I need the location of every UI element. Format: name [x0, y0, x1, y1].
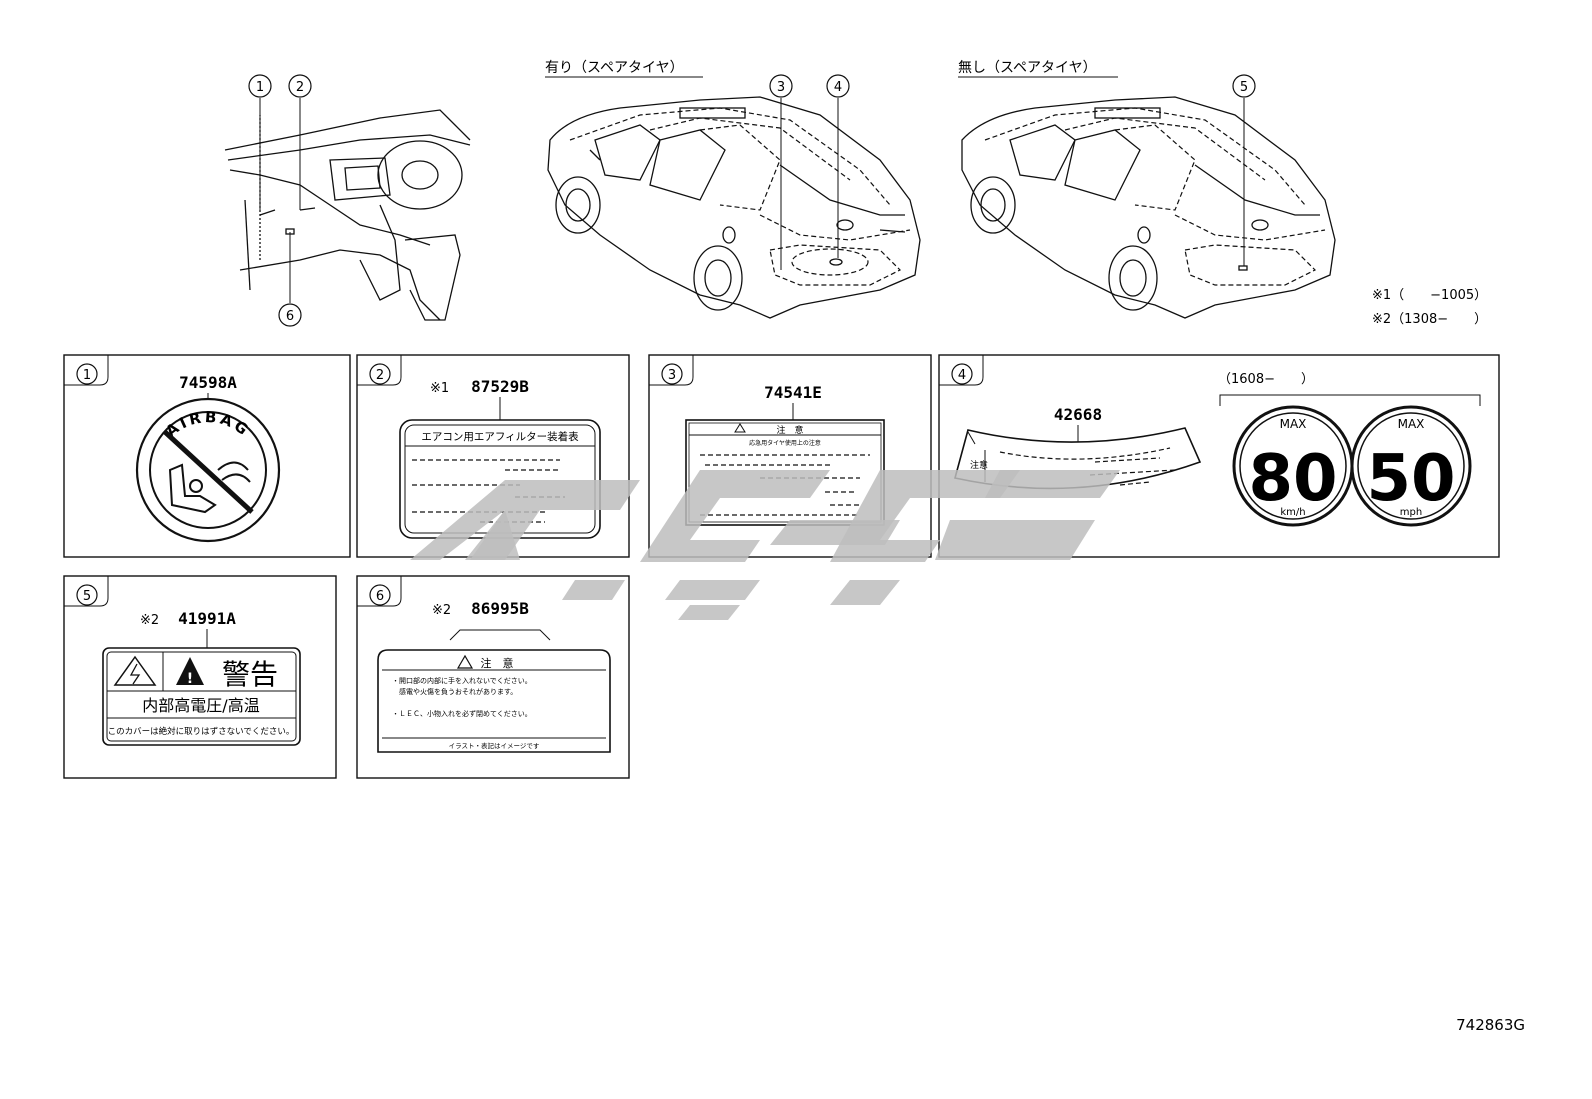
watermark-logo — [410, 470, 1120, 620]
speed-limit-mph-graphic — [1350, 405, 1472, 527]
kmh-unit: km/h — [1280, 507, 1305, 518]
panel-3-part-code: 74541E — [764, 383, 822, 402]
spare-tire-label-sub: 応急用タイヤ使用上の注意 — [749, 439, 821, 447]
child-seat-icon — [168, 463, 217, 514]
car-without-spare-illustration — [961, 96, 1336, 319]
caution-label-graphic — [377, 649, 611, 753]
panel-5-number: 5 — [83, 589, 91, 604]
with-spare-label: 有り（スペアタイヤ） — [545, 60, 684, 76]
kmh-max-text: MAX — [1280, 417, 1307, 431]
panel-5: 5 ※2 41991A ! 警告 内部高電圧/高温 このカバーは絶対に取りはずさ… — [63, 575, 337, 779]
callout-4: 4 — [826, 74, 850, 258]
callout-3: 3 — [769, 74, 793, 270]
panel-2-prefix: ※1 — [430, 381, 449, 396]
air-filter-label-header: エアコン用エアフィルター装着表 — [421, 430, 579, 443]
caution-label-header: 注 意 — [481, 656, 514, 670]
panel-3-number: 3 — [668, 368, 676, 383]
without-spare-label: 無し（スペアタイヤ） — [958, 60, 1097, 76]
callout-6: 6 — [278, 232, 302, 327]
caution-footer: イラスト・表記はイメージです — [449, 741, 540, 750]
panel-5-part-code: 41991A — [178, 609, 236, 628]
mph-max-text: MAX — [1398, 417, 1425, 431]
high-voltage-label-graphic — [102, 647, 301, 746]
panel-2-number: 2 — [376, 368, 384, 383]
car-with-spare-illustration — [547, 96, 921, 319]
panel-6: 6 ※2 86995B 注 意 ・開口部の内部に手を入れないでください。 感電や… — [356, 575, 630, 779]
svg-text:!: ! — [187, 671, 193, 687]
caution-triangle-icon — [456, 654, 474, 669]
high-voltage-text: 内部高電圧/高温 — [142, 696, 259, 715]
dashboard-illustration — [224, 109, 471, 321]
svg-text:6: 6 — [286, 309, 294, 324]
panel-6-part-code: 86995B — [471, 599, 529, 618]
caution-line-1: ・開口部の内部に手を入れないでください。 — [392, 676, 532, 685]
lightning-warning-icon — [113, 655, 157, 686]
mph-value: 50 — [1366, 442, 1455, 516]
speed-label-date-range: （1608− ） — [1218, 372, 1314, 387]
panel-6-number: 6 — [376, 589, 384, 604]
panel-2-part-code: 87529B — [471, 377, 529, 396]
callout-1: 1 — [248, 74, 272, 212]
mph-unit: mph — [1400, 507, 1422, 518]
caution-line-3: ・ＬＥＣ、小物入れを必ず閉めてください。 — [392, 709, 532, 718]
callout-5: 5 — [1232, 74, 1256, 266]
panel-1-number: 1 — [83, 368, 91, 383]
kmh-value: 80 — [1248, 442, 1337, 516]
caution-line-2: 感電や火傷を負うおそれがあります。 — [392, 687, 517, 696]
note-1: ※1（ −1005） — [1372, 288, 1487, 303]
panel-5-prefix: ※2 — [140, 613, 159, 628]
panel-4-number: 4 — [958, 368, 966, 383]
panel-6-prefix: ※2 — [432, 603, 451, 618]
prohibition-slash — [163, 430, 254, 514]
panel-4-part-code: 42668 — [1054, 405, 1102, 424]
callout-2: 2 — [288, 74, 312, 210]
svg-text:4: 4 — [834, 80, 842, 95]
svg-text:1: 1 — [256, 80, 264, 95]
svg-text:3: 3 — [777, 80, 785, 95]
spare-tire-label-header: 注 意 — [776, 424, 803, 436]
note-2: ※2（1308− ） — [1372, 312, 1487, 327]
warning-text: 警告 — [222, 658, 278, 691]
svg-text:2: 2 — [296, 80, 304, 95]
do-not-remove-text: このカバーは絶対に取りはずさないでください。 — [108, 726, 295, 737]
curved-label-side-text: 注意 — [970, 459, 988, 471]
exclamation-warning-icon — [176, 657, 204, 685]
panel-1-part-code: 74598A — [179, 373, 237, 392]
panel-1: 1 74598A AIRBAG — [63, 354, 351, 558]
figure-id: 742863G — [1456, 1016, 1525, 1034]
svg-text:5: 5 — [1240, 80, 1248, 95]
panel-1-number-circle — [76, 363, 98, 385]
